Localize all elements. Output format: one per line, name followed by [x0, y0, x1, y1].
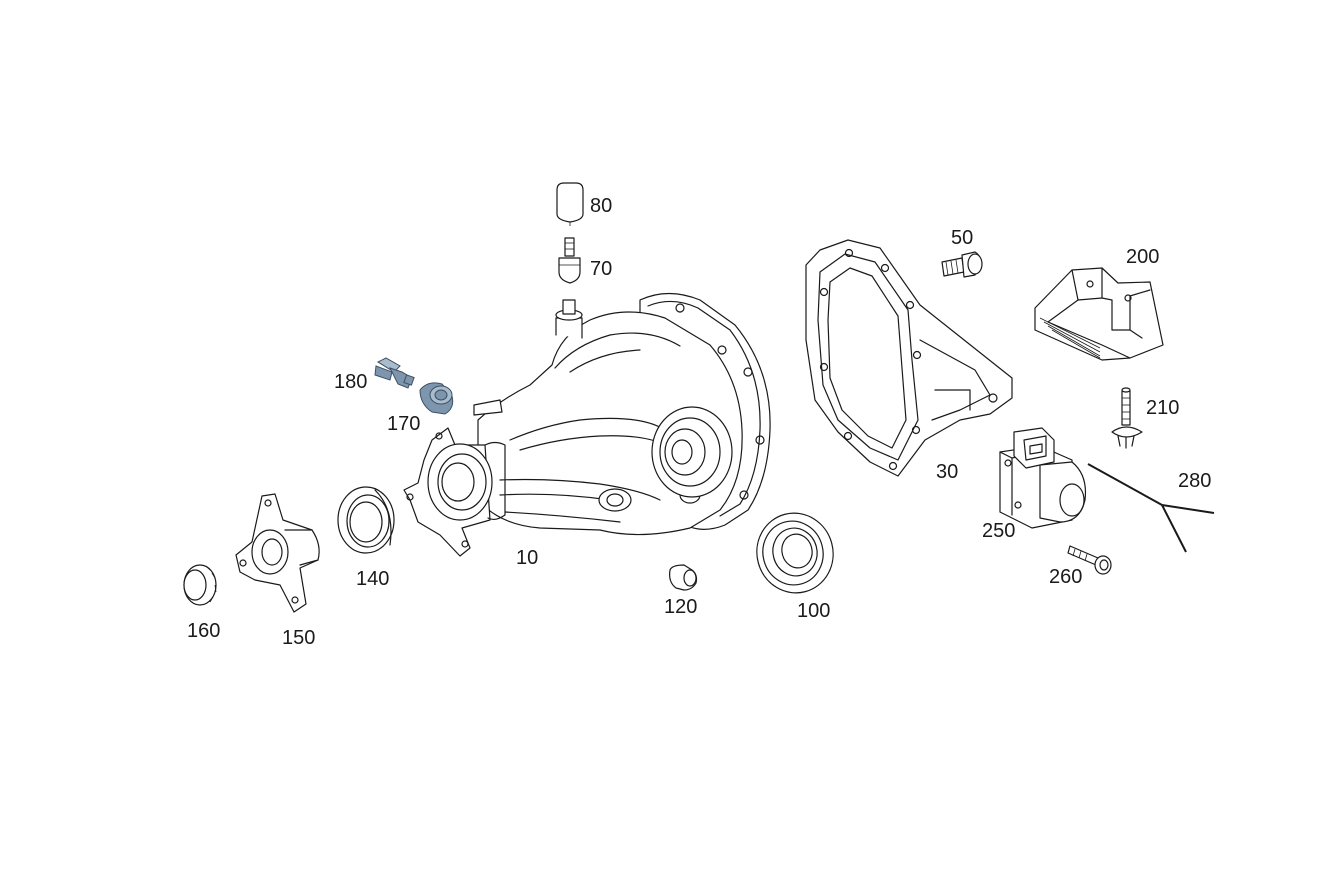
label-50: 50 — [951, 227, 973, 249]
part-200-bracket[interactable] — [1034, 267, 1164, 361]
part-210-expanding-rivet[interactable] — [1111, 387, 1143, 449]
part-50-bolt[interactable] — [941, 251, 983, 278]
part-160-collar-nut[interactable] — [183, 564, 217, 606]
label-120: 120 — [664, 596, 697, 618]
label-70: 70 — [590, 258, 612, 280]
part-170-screw-plug[interactable] — [419, 382, 454, 415]
part-280-wiring-harness[interactable] — [1087, 463, 1215, 553]
part-250-actuator-motor[interactable] — [999, 427, 1087, 529]
part-100-shaft-seal-right[interactable] — [748, 505, 842, 602]
part-80-breather-cap[interactable] — [556, 182, 584, 226]
label-180: 180 — [334, 371, 367, 393]
label-280: 280 — [1178, 470, 1211, 492]
part-260-screw[interactable] — [1067, 545, 1112, 575]
part-30-housing-cover[interactable] — [805, 239, 1013, 477]
label-250: 250 — [982, 520, 1015, 542]
part-120-bushing[interactable] — [669, 564, 698, 591]
label-260: 260 — [1049, 566, 1082, 588]
label-10: 10 — [516, 547, 538, 569]
part-150-drive-flange[interactable] — [235, 493, 320, 613]
part-10-axle-housing[interactable] — [403, 292, 771, 557]
label-30: 30 — [936, 461, 958, 483]
part-70-breather-valve[interactable] — [558, 237, 581, 284]
part-180-sensor[interactable] — [374, 357, 415, 389]
label-200: 200 — [1126, 246, 1159, 268]
label-100: 100 — [797, 600, 830, 622]
label-150: 150 — [282, 627, 315, 649]
part-140-shaft-seal-front[interactable] — [337, 486, 395, 554]
label-80: 80 — [590, 195, 612, 217]
label-160: 160 — [187, 620, 220, 642]
label-170: 170 — [387, 413, 420, 435]
label-140: 140 — [356, 568, 389, 590]
label-210: 210 — [1146, 397, 1179, 419]
